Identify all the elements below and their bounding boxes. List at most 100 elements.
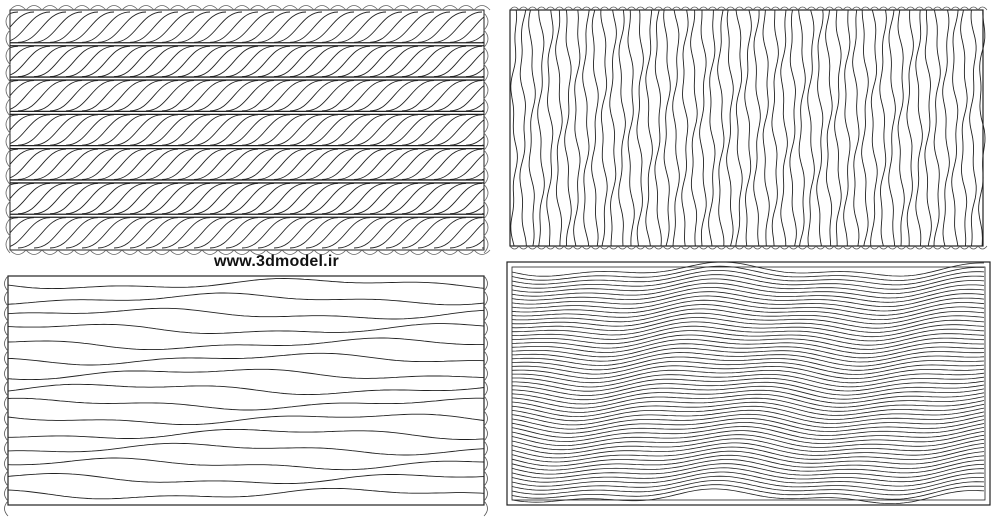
- rope-strand: [273, 217, 323, 249]
- rope-strand: [417, 182, 467, 215]
- wave-line: [511, 356, 985, 371]
- wavy-line: [546, 9, 554, 246]
- wave-line: [511, 434, 985, 451]
- rope-strand: [289, 11, 339, 43]
- rope-strand: [81, 217, 131, 249]
- wave-line: [511, 338, 984, 354]
- rope-strand: [49, 114, 99, 146]
- wave-line: [511, 418, 985, 434]
- wave-line: [511, 438, 985, 455]
- rope-strand: [177, 11, 227, 43]
- wavy-line: [672, 9, 680, 247]
- rope-strand: [481, 178, 484, 180]
- rope-strand: [10, 45, 51, 76]
- rope-strand: [225, 80, 275, 112]
- rope-strand: [10, 80, 51, 110]
- wave-line: [511, 442, 985, 459]
- rope-strand: [17, 80, 67, 112]
- wavy-line: [852, 9, 860, 247]
- scallop-edge: [483, 12, 489, 48]
- rope-strand: [81, 148, 131, 180]
- watermark-text: www.3dmodel.ir: [214, 253, 339, 270]
- wavy-line: [618, 9, 626, 247]
- wave-line: [512, 377, 985, 392]
- rope-strand: [177, 80, 227, 112]
- rope-strand: [433, 45, 483, 78]
- rope-strand: [273, 114, 323, 146]
- rope-strand: [401, 217, 451, 249]
- wavy-line: [942, 9, 950, 247]
- rope-strand: [433, 182, 483, 215]
- rope-strand: [33, 114, 83, 146]
- scallop-edge: [483, 184, 489, 219]
- rope-strand: [10, 182, 51, 213]
- rope-strand: [321, 80, 371, 112]
- rope-strand: [65, 45, 115, 78]
- rope-strand: [273, 11, 323, 43]
- rope-strand: [113, 80, 163, 112]
- wavy-line: [7, 352, 485, 366]
- rope-strand: [97, 45, 147, 78]
- scallop-edge: [5, 81, 11, 117]
- rope-strand: [337, 80, 387, 112]
- rope-strand: [401, 80, 451, 112]
- rope-strand: [257, 80, 307, 112]
- wave-line: [511, 304, 985, 321]
- wave-line: [511, 463, 985, 479]
- wavy-line: [825, 9, 833, 247]
- rope-strand: [129, 182, 179, 215]
- wavy-line: [780, 9, 788, 247]
- wave-line: [511, 459, 985, 475]
- wave-line: [511, 488, 985, 504]
- scallop-edge: [5, 47, 11, 82]
- rope-strand: [209, 148, 259, 180]
- rope-strand: [401, 45, 451, 78]
- rope-strand: [129, 148, 179, 180]
- wavy-line: [735, 9, 743, 247]
- rope-strand: [257, 11, 307, 43]
- wave-line: [511, 426, 985, 442]
- scallop-edge: [5, 12, 11, 48]
- rope-strand: [289, 217, 339, 249]
- rope-strand: [465, 238, 484, 249]
- panel-border: [506, 261, 991, 506]
- wavy-line: [960, 9, 968, 247]
- rope-strand: [113, 182, 163, 215]
- rope-strand: [193, 11, 243, 43]
- rope-strand: [177, 45, 227, 78]
- rope-strand: [161, 148, 211, 180]
- rope-strand: [289, 45, 339, 78]
- rope-strand: [385, 182, 435, 215]
- rope-strand: [465, 170, 484, 180]
- rope-strand: [321, 182, 371, 215]
- rope-strand: [209, 11, 259, 43]
- wavy-line: [915, 9, 923, 247]
- rope-strand: [401, 114, 451, 146]
- rope-strand: [81, 182, 131, 215]
- rope-strand: [161, 80, 211, 112]
- rope-strand: [129, 114, 179, 146]
- wave-line: [511, 422, 985, 438]
- wave-line: [511, 381, 985, 396]
- wavy-line: [681, 9, 689, 247]
- wavy-line: [510, 9, 518, 247]
- wave-line: [511, 475, 985, 491]
- wave-line: [511, 287, 985, 303]
- wavy-line: [870, 9, 878, 247]
- rope-strand: [113, 114, 163, 146]
- rope-strand: [129, 11, 179, 43]
- wavy-line: [690, 9, 698, 247]
- rope-strand: [417, 80, 467, 112]
- rope-strand: [113, 11, 163, 43]
- wavy-line: [753, 9, 761, 247]
- wavy-line: [879, 9, 887, 247]
- rope-strand: [49, 45, 99, 78]
- rope-strand: [145, 217, 195, 249]
- horizontal-wavy-lines-pattern: [4, 275, 488, 517]
- scallop-edge: [5, 149, 11, 185]
- wavy-line: [7, 413, 485, 426]
- wave-line: [511, 430, 985, 446]
- rope-strand: [273, 148, 323, 180]
- rope-strand: [129, 80, 179, 112]
- wave-line: [512, 369, 985, 384]
